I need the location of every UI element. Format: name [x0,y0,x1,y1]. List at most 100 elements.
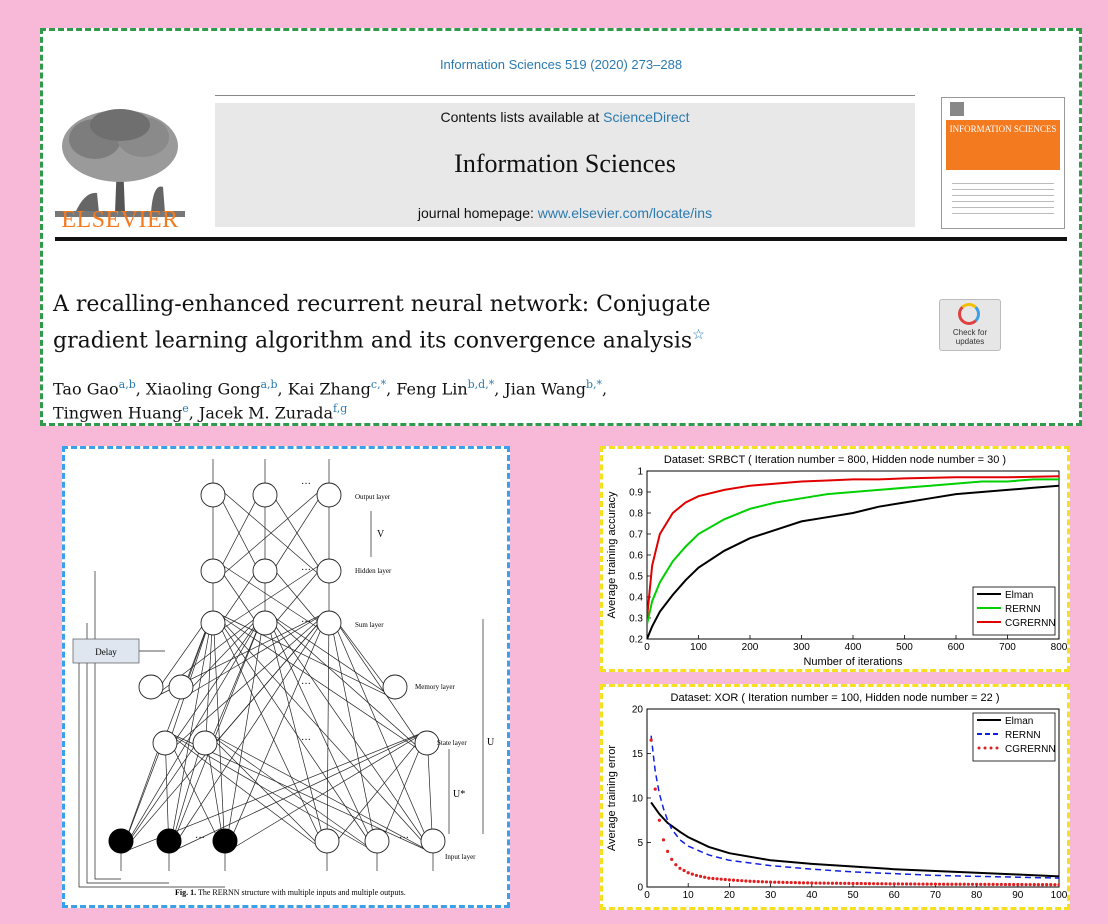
data-point [1036,882,1040,887]
data-point [880,882,884,886]
data-point [979,882,983,886]
data-point [781,880,785,884]
network-node [200,610,226,636]
data-point [839,881,843,885]
data-point [764,880,769,884]
recalled-input-node [108,828,134,854]
y-tick-label: 0.8 [629,509,643,520]
weight-v-label: V [377,529,385,540]
ellipsis: ··· [399,833,409,844]
author-separator: , [277,379,288,399]
cover-title: INFORMATION SCIENCES [946,120,1060,170]
data-point [649,738,653,742]
author-affiliation[interactable]: e [182,402,189,416]
x-tick-label: 50 [847,890,859,901]
ellipsis: ··· [301,679,311,690]
data-point [1007,882,1012,887]
ellipsis: ··· [301,565,311,576]
title-footnote-star[interactable]: ☆ [692,327,705,343]
sciencedirect-link[interactable]: ScienceDirect [603,109,690,125]
network-node [152,730,178,756]
data-point [900,882,905,886]
author-affiliation[interactable]: c,* [370,378,387,391]
memory-layer-label: Memory layer [415,683,456,691]
network-node [168,674,194,700]
data-point [789,880,793,885]
author-affiliation[interactable]: b,d,* [467,378,495,391]
author-affiliation[interactable]: a,b [260,378,278,391]
input-layer-label: Input layer [445,853,476,861]
contents-text: Contents lists available at [440,109,604,125]
x-tick-label: 100 [690,642,707,653]
data-point [830,881,834,885]
delay-box [72,638,140,664]
journal-reference: Information Sciences 519 (2020) 273–288 [439,57,683,72]
author-separator: , [135,379,146,399]
x-tick-label: 800 [1051,642,1067,653]
legend-entry: CGRERNN [1005,618,1056,629]
journal-cover-thumbnail: INFORMATION SCIENCES [941,97,1065,229]
output-layer-label: Output layer [355,493,391,501]
data-point [736,878,740,883]
data-point [1032,882,1036,887]
cover-emblem-icon [950,102,964,116]
caption-text: The RERNN structure with multiple inputs… [196,888,406,897]
data-point [690,872,694,876]
author-affiliation[interactable]: f,g [333,402,348,416]
y-tick-label: 0.7 [629,530,643,541]
x-tick-label: 70 [930,890,942,901]
data-point [703,875,707,879]
author-name: Jacek M. Zurada [198,403,334,423]
srbct-accuracy-chart: Dataset: SRBCT ( Iteration number = 800,… [606,454,1068,668]
data-point [773,880,777,884]
legend-entry: RERNN [1005,604,1041,615]
recalled-input-node [212,828,238,854]
data-point [966,882,970,886]
data-point [1028,882,1032,887]
data-point [946,882,950,886]
data-point [970,882,975,886]
data-point [661,838,666,842]
check-for-updates-badge[interactable]: Check for updates [939,299,1001,351]
homepage-link[interactable]: www.elsevier.com/locate/ins [537,205,713,221]
network-node [200,482,226,508]
data-point [987,882,991,886]
data-point [855,881,859,886]
homepage-line: journal homepage: www.elsevier.com/locat… [215,205,915,221]
chart-title: Dataset: XOR ( Iteration number = 100, H… [671,692,1000,704]
data-point [822,881,826,885]
data-point [859,881,863,886]
author-affiliation[interactable]: b,* [586,378,603,391]
network-node [364,828,390,854]
ellipsis: ··· [301,617,311,628]
series-rernn [650,735,1059,879]
data-point [843,881,847,885]
y-tick-label: 0.2 [629,635,643,646]
author-separator: , [386,379,397,399]
data-point [678,866,682,870]
xor-error-chart: Dataset: XOR ( Iteration number = 100, H… [606,692,1068,901]
title-line-2: gradient learning algorithm and its conv… [53,328,693,354]
data-point [913,882,917,886]
data-point [937,882,942,886]
data-point [719,877,723,881]
caption-label: Fig. 1. [175,888,196,897]
network-node [138,674,164,700]
data-point [1040,883,1045,887]
series-cgrernn [649,738,1059,887]
y-tick-label: 0.4 [629,593,643,604]
data-point [727,878,731,882]
author-affiliation[interactable]: a,b [118,378,136,391]
paper-title: A recalling-enhanced recurrent neural ne… [53,289,913,356]
data-point [707,876,711,880]
data-point [801,881,806,885]
title-line-1: A recalling-enhanced recurrent neural ne… [53,292,711,317]
author-name: Tingwen Huang [53,403,183,423]
data-point [826,881,830,885]
publisher-name: ELSEVIER [61,207,179,233]
data-point [999,882,1003,887]
legend-entry: Elman [1005,716,1033,727]
x-tick-label: 0 [644,890,650,901]
divider [215,95,915,96]
